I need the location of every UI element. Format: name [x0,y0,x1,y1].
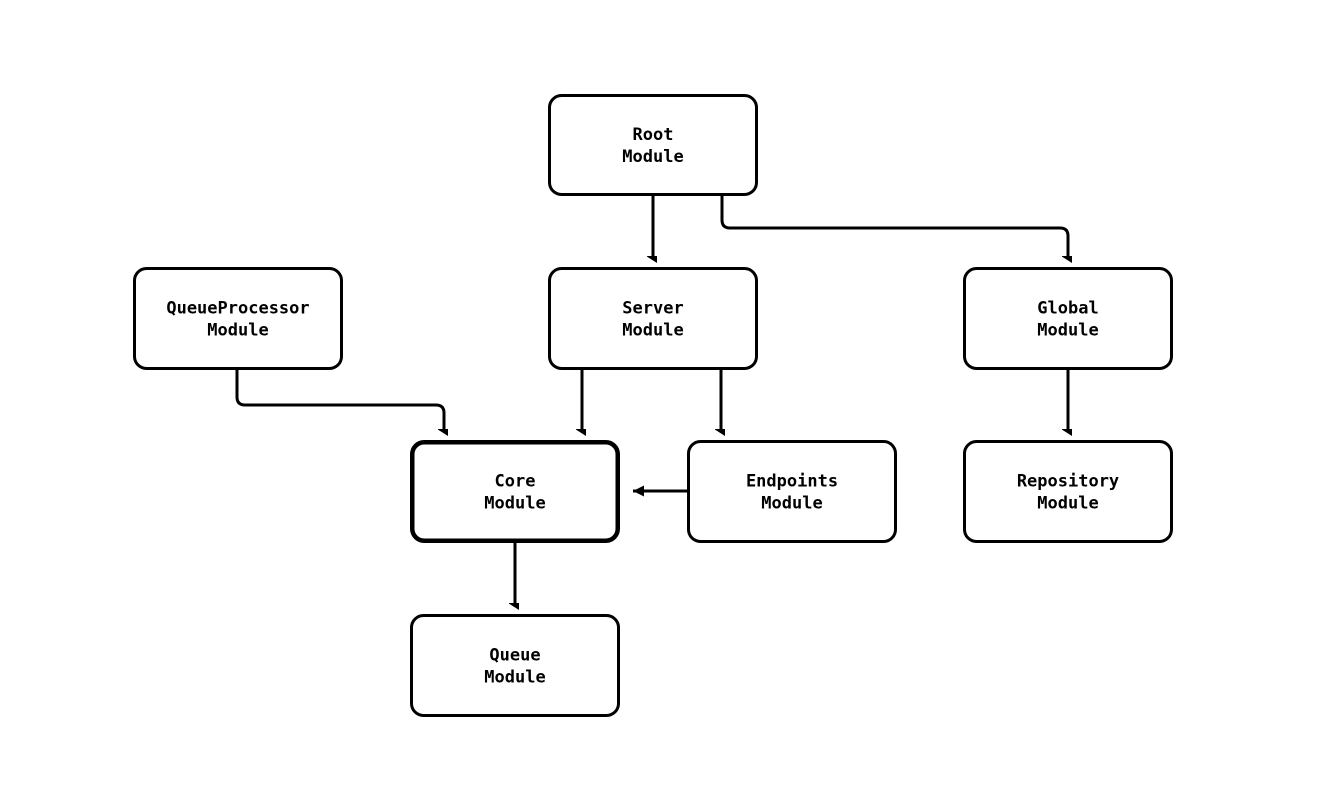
node-label-suffix-root: Module [622,147,683,167]
edge-root-to-global [720,196,1068,256]
node-label-suffix-server: Module [622,321,683,341]
node-box-endpoints[interactable] [687,440,897,543]
node-label-suffix-repository: Module [1037,494,1098,514]
node-box-root[interactable] [548,94,758,196]
node-box-repository[interactable] [963,440,1173,543]
node-label-suffix-queue: Module [484,668,545,688]
node-box-server[interactable] [548,267,758,370]
node-label-suffix-core: Module [484,494,545,514]
node-label-name-queueprocessor: QueueProcessor [166,299,309,319]
node-label-name-queue: Queue [489,646,540,666]
node-label-suffix-global: Module [1037,321,1098,341]
node-label-name-repository: Repository [1017,472,1119,492]
edge-queueprocessor-to-core [235,370,444,429]
node-label-name-global: Global [1037,299,1098,319]
node-label-suffix-endpoints: Module [761,494,822,514]
node-box-global[interactable] [963,267,1173,370]
node-box-queue[interactable] [410,614,620,717]
node-label-name-core: Core [495,472,536,492]
node-box-core[interactable] [410,440,620,543]
edges-layer [235,196,1068,603]
node-box-queueprocessor[interactable] [133,267,343,370]
node-label-name-root: Root [633,125,674,145]
node-label-suffix-queueprocessor: Module [207,321,268,341]
node-label-name-server: Server [622,299,683,319]
node-label-name-endpoints: Endpoints [746,472,838,492]
